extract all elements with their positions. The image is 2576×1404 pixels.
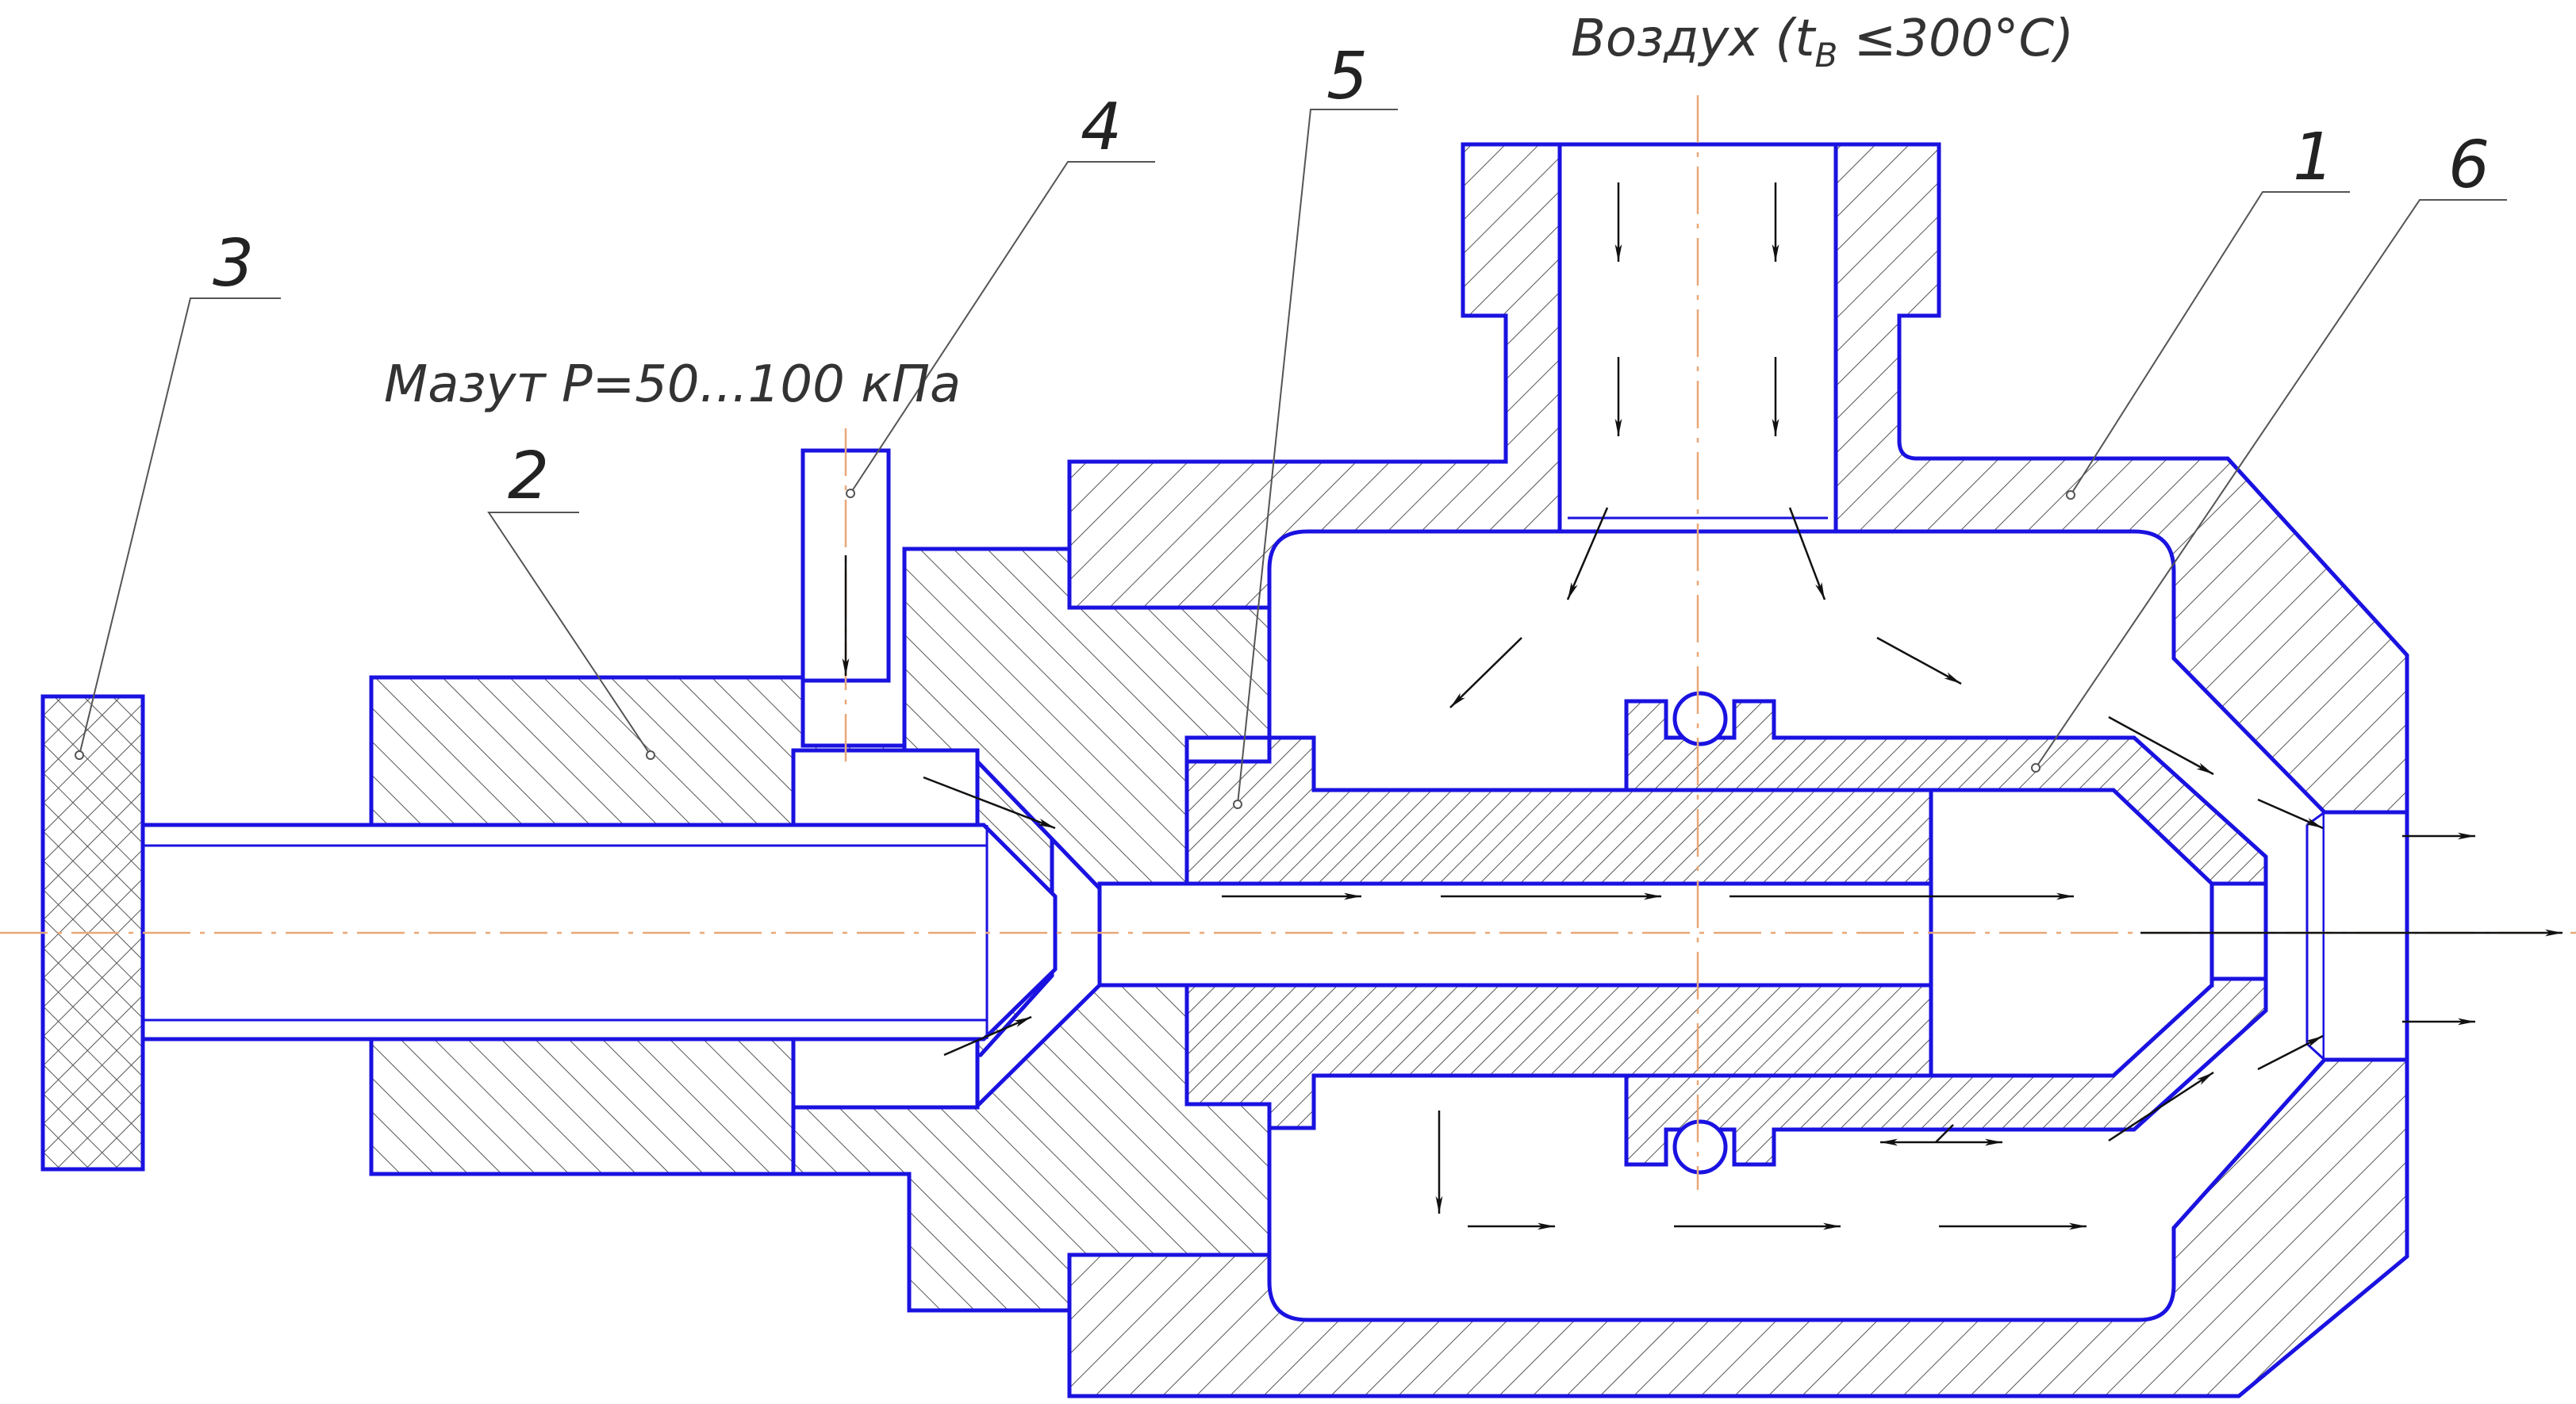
fuel-flow-arrows [842, 555, 2074, 1057]
seal-ring-bottom [1672, 1119, 1728, 1175]
outlet-opening [2325, 810, 2409, 1062]
part-label-5: 5 [1326, 39, 1368, 114]
air-flow-arrows [1435, 182, 2563, 1230]
air-label: Воздух (tВ ≤300°C) [1571, 10, 2074, 75]
leader-dots [75, 489, 2075, 809]
part-label-6: 6 [2448, 128, 2490, 203]
nozzle-orifice [2209, 881, 2268, 981]
part-label-1: 1 [2293, 120, 2334, 195]
fuel-central-channel [1097, 881, 1933, 988]
outlet-taper-inner [2305, 825, 2326, 1061]
fuel-label: Мазут P=50...100 кПа [384, 355, 961, 414]
part-label-2: 2 [508, 439, 549, 514]
part-label-3: 3 [213, 226, 254, 301]
seal-ring-top [1672, 691, 1728, 746]
leader-lines [79, 109, 2507, 805]
part-label-4: 4 [1081, 90, 1122, 165]
